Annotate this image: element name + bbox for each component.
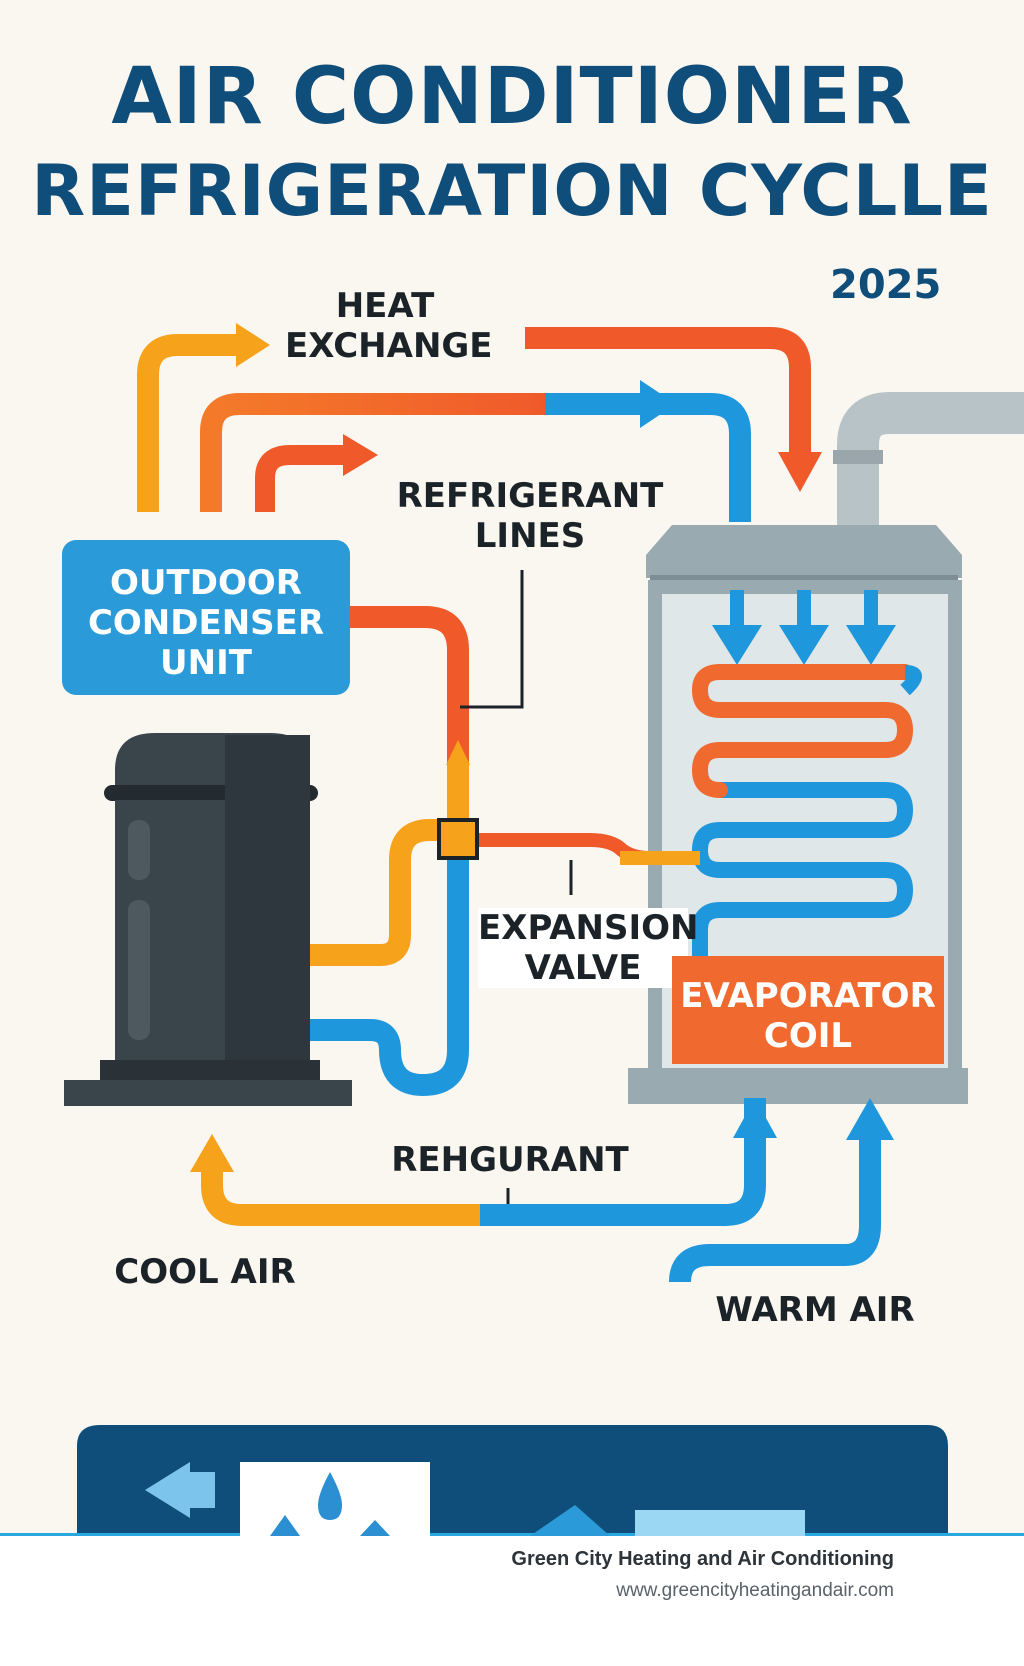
- year-label: 2025: [830, 262, 942, 308]
- refrigerant-lines: [310, 570, 700, 1097]
- footer: [0, 1536, 1024, 1666]
- small-red-arrow: [255, 434, 378, 512]
- evaporator-coil-label: EVAPORATOR COIL: [672, 956, 944, 1064]
- outdoor-unit-line-3: UNIT: [160, 643, 252, 683]
- rehgurant-label: REHGURANT: [391, 1140, 629, 1180]
- refrigerant-lines-line-1: REFRIGERANT: [396, 476, 664, 516]
- bottom-panel: [0, 1425, 1024, 1537]
- warm-air-label: WARM AIR: [715, 1290, 915, 1330]
- refrigerant-lines-line-2: LINES: [474, 516, 586, 556]
- top-orange-arrow: [137, 323, 270, 512]
- title-line-1: AIR CONDITIONER: [111, 52, 913, 142]
- company-name: Green City Heating and Air Conditioning: [511, 1548, 894, 1570]
- outdoor-unit-box: [62, 540, 350, 695]
- back-arrow-icon: [145, 1462, 215, 1518]
- refrigerant-lines-label: REFRIGERANT LINES: [390, 476, 670, 556]
- exhaust-pipe: [833, 392, 1024, 530]
- snowflake-icon: [270, 1515, 300, 1536]
- website-link[interactable]: www.greencityheatingandair.com: [616, 1580, 894, 1601]
- expansion-valve-label: EXPANSION VALVE: [478, 908, 699, 988]
- expansion-valve-line-1: EXPANSION: [478, 908, 699, 948]
- top-refrigerant-line: [200, 380, 751, 522]
- heat-exchange-label: HEAT EXCHANGE: [285, 286, 493, 366]
- compressor: [64, 733, 352, 1106]
- evaporator-line-2: COIL: [763, 1016, 853, 1056]
- outdoor-unit-line-2: CONDENSER: [87, 603, 325, 643]
- heat-exchange-red-arrow: [525, 327, 822, 492]
- droplet-icon: [318, 1472, 342, 1520]
- title-line-2: REFRIGERATION CYCLLE: [31, 150, 993, 232]
- bottom-loop: [190, 1098, 894, 1283]
- outdoor-unit-line-1: OUTDOOR: [110, 563, 302, 603]
- heat-exchange-line-1: HEAT: [335, 286, 435, 326]
- evaporator-line-1: EVAPORATOR: [680, 976, 936, 1016]
- expansion-valve-box: [437, 818, 479, 860]
- expansion-valve-line-2: VALVE: [524, 948, 642, 988]
- heat-exchange-line-2: EXCHANGE: [285, 326, 493, 366]
- cool-air-label: COOL AIR: [114, 1252, 296, 1292]
- outdoor-unit-label: OUTDOOR CONDENSER UNIT: [62, 563, 350, 683]
